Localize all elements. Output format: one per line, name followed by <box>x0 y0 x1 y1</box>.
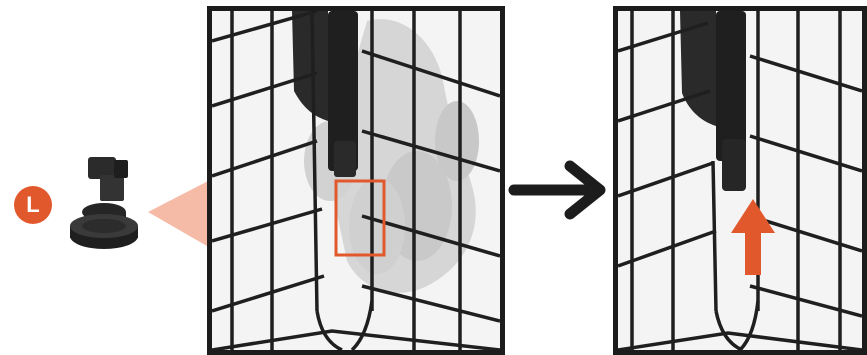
right-arrow-icon <box>508 160 610 220</box>
up-arrow-icon <box>731 199 775 275</box>
vertical-rod <box>716 11 746 161</box>
inserted-pin <box>722 139 746 191</box>
photo-panel-before <box>207 6 505 355</box>
plastic-pin-part-icon <box>70 157 138 249</box>
photo-panel-after <box>613 6 867 355</box>
